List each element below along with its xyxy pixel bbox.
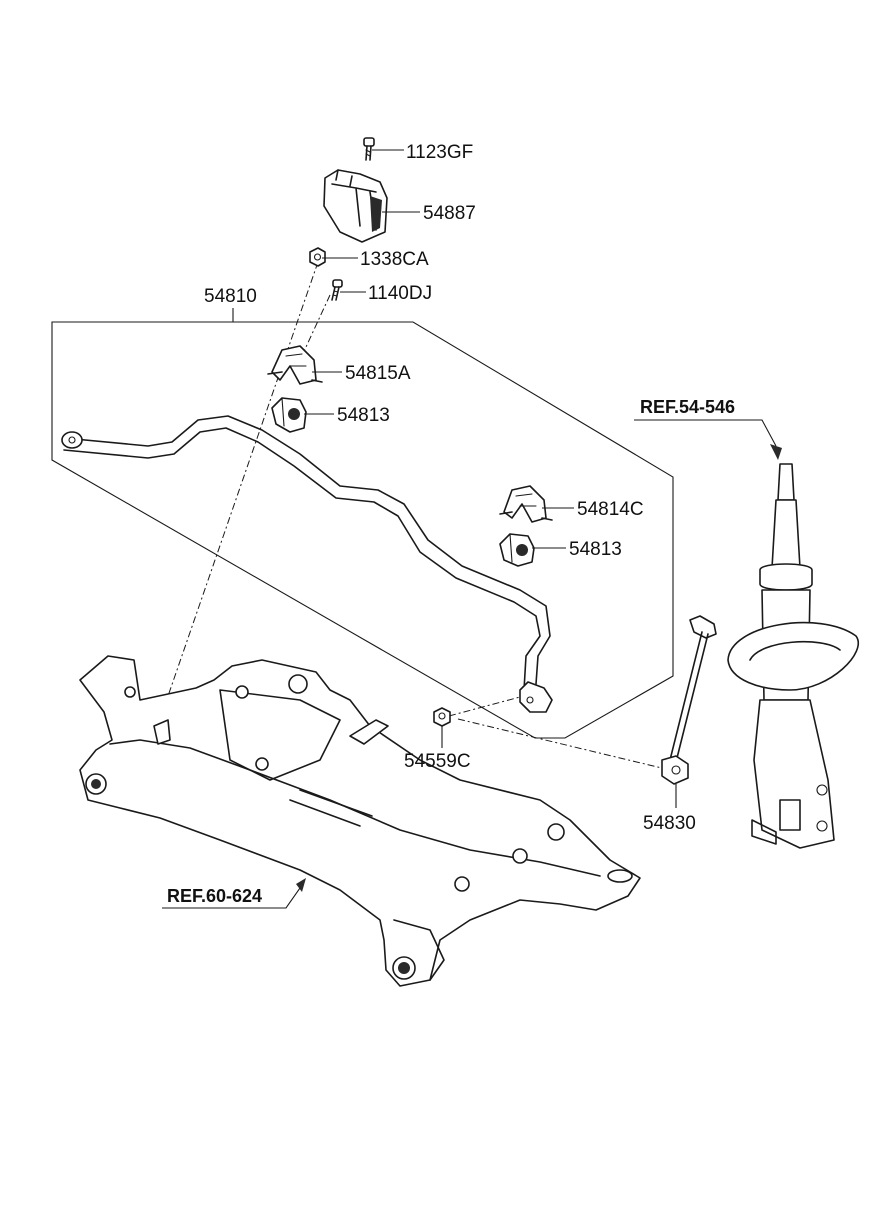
label-1123gf: 1123GF — [406, 142, 473, 163]
label-54814c: 54814C — [577, 499, 644, 520]
label-1140dj: 1140DJ — [368, 283, 432, 304]
label-54830: 54830 — [643, 813, 696, 834]
bolt-1140dj-part — [331, 279, 343, 301]
label-54813-right: 54813 — [569, 539, 622, 560]
nut-1338ca-part — [309, 247, 326, 267]
ref-60-624: REF.60-624 — [167, 886, 262, 906]
assembly-group-outline — [51, 308, 674, 739]
strut-assembly-part — [727, 463, 859, 849]
part-labels: 1123GF 54887 1338CA 1140DJ 54810 54815A … — [167, 142, 735, 906]
label-54887: 54887 — [423, 203, 476, 224]
bushing-54813-right-part — [499, 533, 535, 567]
bolt-1123gf-part — [363, 137, 375, 161]
leader-lines — [162, 149, 782, 909]
bracket-54814c-part — [499, 485, 553, 523]
label-1338ca: 1338CA — [360, 249, 429, 270]
ref-54-546: REF.54-546 — [640, 397, 735, 417]
nut-54559c-part — [433, 707, 451, 727]
bushing-bracket-54815a-part — [267, 345, 323, 385]
label-54813-left: 54813 — [337, 405, 390, 426]
stabilizer-bar-part — [61, 415, 553, 713]
alignment-lines — [157, 261, 671, 771]
label-54559c: 54559C — [404, 751, 471, 772]
label-54815a: 54815A — [345, 363, 411, 384]
crossmember-part — [79, 655, 641, 987]
label-54810: 54810 — [204, 286, 257, 307]
stabilizer-link-54830-part — [661, 615, 717, 785]
bushing-54813-left-part — [271, 397, 307, 433]
bracket-cover-54887-part — [323, 169, 388, 243]
